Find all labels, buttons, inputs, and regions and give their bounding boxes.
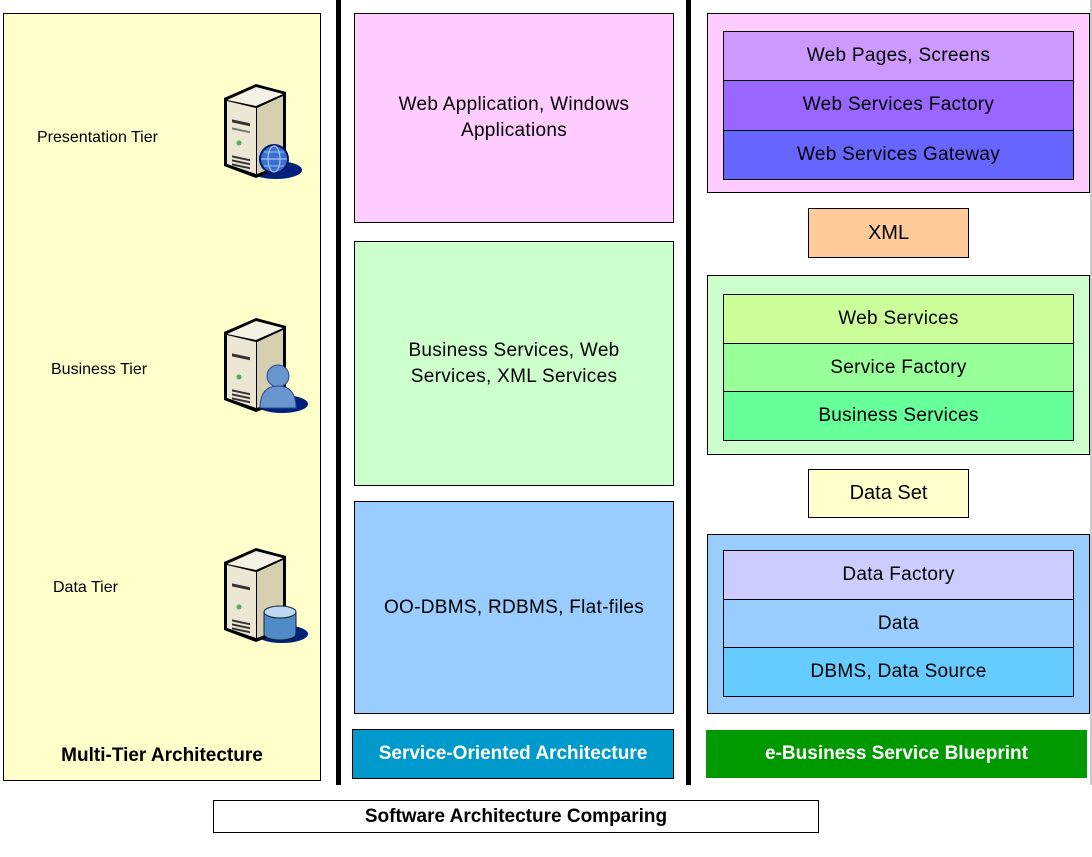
business-layers: Web Services Service Factory Business Se… bbox=[723, 294, 1074, 441]
layer-data-factory: Data Factory bbox=[724, 551, 1073, 599]
layer-dbms: DBMS, Data Source bbox=[724, 647, 1073, 697]
column-divider-right bbox=[686, 0, 691, 785]
ebusiness-caption: e-Business Service Blueprint bbox=[706, 730, 1087, 778]
presentation-layers: Web Pages, Screens Web Services Factory … bbox=[723, 31, 1074, 180]
server-globe-icon bbox=[224, 84, 302, 179]
soa-caption: Service-Oriented Architecture bbox=[352, 729, 674, 779]
layer-web-services-factory: Web Services Factory bbox=[724, 80, 1073, 130]
layer-data: Data bbox=[724, 598, 1073, 648]
business-group: Web Services Service Factory Business Se… bbox=[707, 275, 1090, 455]
multi-tier-panel: Presentation Tier Business Tier Data Tie… bbox=[3, 13, 321, 781]
layer-web-services: Web Services bbox=[724, 295, 1073, 343]
data-layers: Data Factory Data DBMS, Data Source bbox=[723, 550, 1074, 697]
server-user-icon bbox=[224, 318, 308, 413]
layer-web-services-gateway: Web Services Gateway bbox=[724, 129, 1073, 179]
layer-business-services: Business Services bbox=[724, 391, 1073, 441]
soa-business-block: Business Services, Web Services, XML Ser… bbox=[354, 241, 674, 486]
xml-connector: XML bbox=[808, 208, 969, 258]
dataset-connector: Data Set bbox=[808, 469, 969, 518]
tier-label-data: Data Tier bbox=[53, 579, 118, 596]
column-divider-left bbox=[336, 0, 341, 785]
layer-web-pages: Web Pages, Screens bbox=[724, 32, 1073, 81]
soa-presentation-block: Web Application, Windows Applications bbox=[354, 13, 674, 223]
data-group: Data Factory Data DBMS, Data Source bbox=[707, 534, 1090, 714]
soa-data-text: OO-DBMS, RDBMS, Flat-files bbox=[383, 596, 645, 618]
layer-service-factory: Service Factory bbox=[724, 342, 1073, 392]
page-edge bbox=[1090, 0, 1092, 785]
soa-presentation-text: Web Application, Windows Applications bbox=[398, 94, 630, 141]
soa-data-block: OO-DBMS, RDBMS, Flat-files bbox=[354, 501, 674, 714]
tier-label-business: Business Tier bbox=[51, 361, 148, 378]
soa-business-text: Business Services, Web Services, XML Ser… bbox=[408, 339, 620, 387]
multi-tier-caption: Multi-Tier Architecture bbox=[61, 745, 263, 766]
tier-label-presentation: Presentation Tier bbox=[37, 129, 158, 146]
presentation-group: Web Pages, Screens Web Services Factory … bbox=[707, 13, 1090, 193]
server-database-icon bbox=[224, 548, 308, 643]
diagram-title: Software Architecture Comparing bbox=[213, 800, 819, 833]
